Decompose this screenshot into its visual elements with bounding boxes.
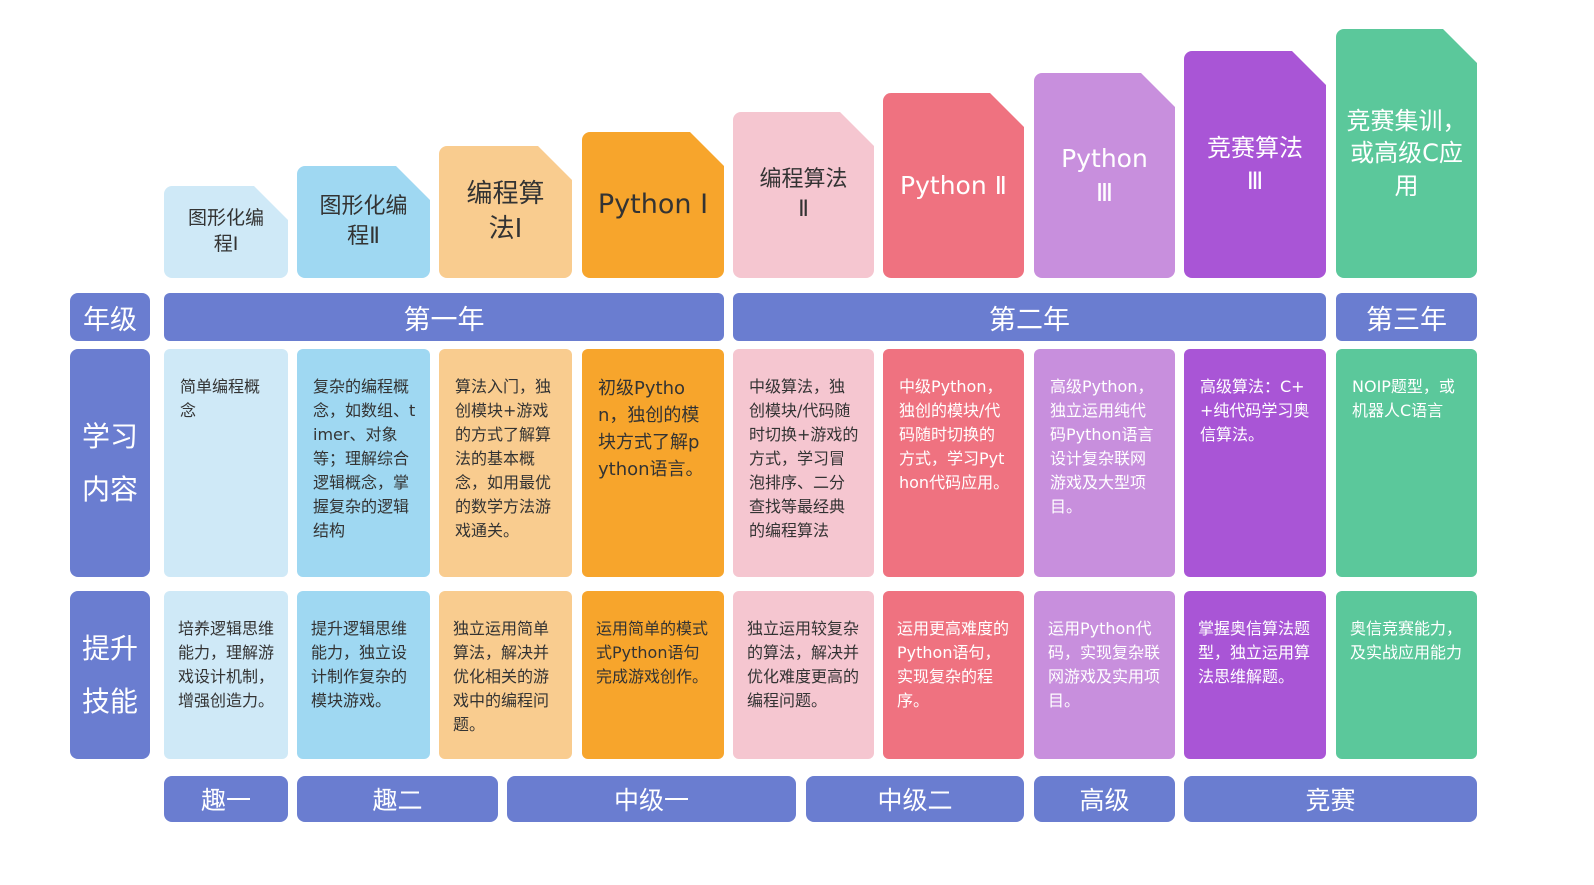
skill-cell-5: 独立运用较复杂的算法，解决并优化难度更高的编程问题。 — [733, 591, 874, 759]
course-tab-label: 编程算 法Ⅰ — [466, 178, 545, 244]
course-tab-python-2: Python Ⅱ — [883, 93, 1024, 278]
level-bar-advanced: 高级 — [1034, 776, 1175, 822]
content-cell-6: 中级Python，独创的模块/代码随时切换的方式，学习Python代码应用。 — [883, 349, 1024, 577]
content-cell-5: 中级算法，独创模块/代码随时切换+游戏的方式，学习冒泡排序、二分查找等最经典的编… — [733, 349, 874, 577]
content-cell-4: 初级Python，独创的模块方式了解python语言。 — [582, 349, 724, 577]
skill-cell-4: 运用简单的模式式Python语句完成游戏创作。 — [582, 591, 724, 759]
content-cell-2: 复杂的编程概念，如数组、timer、对象等；理解综合逻辑概念，掌握复杂的逻辑结构 — [297, 349, 430, 577]
level-bar-contest: 竞赛 — [1184, 776, 1477, 822]
course-tab-algorithm-2: 编程算法 Ⅱ — [733, 112, 874, 278]
skill-cell-9: 奥信竞赛能力，及实战应用能力 — [1336, 591, 1477, 759]
course-tab-label: Python Ⅱ — [900, 170, 1007, 200]
course-tab-python-1: Python Ⅰ — [582, 132, 724, 278]
course-tab-contest-algorithm-3: 竞赛算法 Ⅲ — [1184, 51, 1326, 278]
course-tab-label: 编程算法 Ⅱ — [759, 167, 848, 222]
row-label-skills-text: 提升 技能 — [81, 631, 138, 718]
level-label: 趣一 — [200, 786, 251, 815]
row-label-grade-text: 年级 — [83, 304, 137, 336]
skill-cell-3: 独立运用简单算法，解决并优化相关的游戏中的编程问题。 — [439, 591, 572, 759]
course-tab-label: Python Ⅲ — [1061, 143, 1148, 207]
row-label-content: 学习 内容 — [70, 349, 150, 577]
skill-cell-7: 运用Python代码，实现复杂联网游戏及实用项目。 — [1034, 591, 1175, 759]
level-label: 高级 — [1079, 786, 1130, 815]
content-cell-1: 简单编程概念 — [164, 349, 288, 577]
skill-cell-6: 运用更高难度的Python语句，实现复杂的程序。 — [883, 591, 1024, 759]
row-label-skills: 提升 技能 — [70, 591, 150, 759]
level-bar-fun-1: 趣一 — [164, 776, 288, 822]
year-bar-first: 第一年 — [164, 293, 724, 341]
course-tab-scratch-2: 图形化编 程Ⅱ — [297, 166, 430, 278]
content-cell-9: NOIP题型，或机器人C语言 — [1336, 349, 1477, 577]
course-tab-label: 竞赛集训， 或高级C应 用 — [1346, 106, 1467, 200]
row-label-grade: 年级 — [70, 293, 150, 341]
course-tab-label: Python Ⅰ — [597, 188, 709, 220]
level-bar-intermediate-2: 中级二 — [806, 776, 1024, 822]
course-tab-label: 图形化编 程Ⅰ — [187, 207, 264, 255]
skill-cell-8: 掌握奥信算法题型，独立运用算法思维解题。 — [1184, 591, 1326, 759]
course-tab-contest-training: 竞赛集训， 或高级C应 用 — [1336, 29, 1477, 278]
content-cell-7: 高级Python，独立运用纯代码Python语言设计复杂联网游戏及大型项目。 — [1034, 349, 1175, 577]
course-tab-algorithm-1: 编程算 法Ⅰ — [439, 146, 572, 278]
course-tab-python-3: Python Ⅲ — [1034, 73, 1175, 278]
year-label: 第二年 — [989, 304, 1070, 336]
course-tab-scratch-1: 图形化编 程Ⅰ — [164, 186, 288, 278]
content-cell-3: 算法入门，独创模块+游戏的方式了解算法的基本概念，如用最优的数学方法游戏通关。 — [439, 349, 572, 577]
course-tab-label: 竞赛算法 Ⅲ — [1207, 134, 1303, 195]
skill-cell-1: 培养逻辑思维能力，理解游戏设计机制，增强创造力。 — [164, 591, 288, 759]
course-tab-label: 图形化编 程Ⅱ — [319, 194, 408, 249]
content-cell-8: 高级算法：C++纯代码学习奥信算法。 — [1184, 349, 1326, 577]
year-bar-second: 第二年 — [733, 293, 1326, 341]
level-bar-intermediate-1: 中级一 — [507, 776, 796, 822]
row-label-content-text: 学习 内容 — [81, 419, 138, 506]
level-label: 中级一 — [613, 786, 689, 815]
level-label: 竞赛 — [1305, 786, 1356, 815]
year-label: 第一年 — [403, 304, 485, 336]
year-bar-third: 第三年 — [1336, 293, 1477, 341]
year-label: 第三年 — [1366, 304, 1447, 336]
skill-cell-2: 提升逻辑思维能力，独立设计制作复杂的模块游戏。 — [297, 591, 430, 759]
level-label: 趣二 — [372, 786, 423, 815]
level-bar-fun-2: 趣二 — [297, 776, 498, 822]
level-label: 中级二 — [877, 786, 953, 815]
